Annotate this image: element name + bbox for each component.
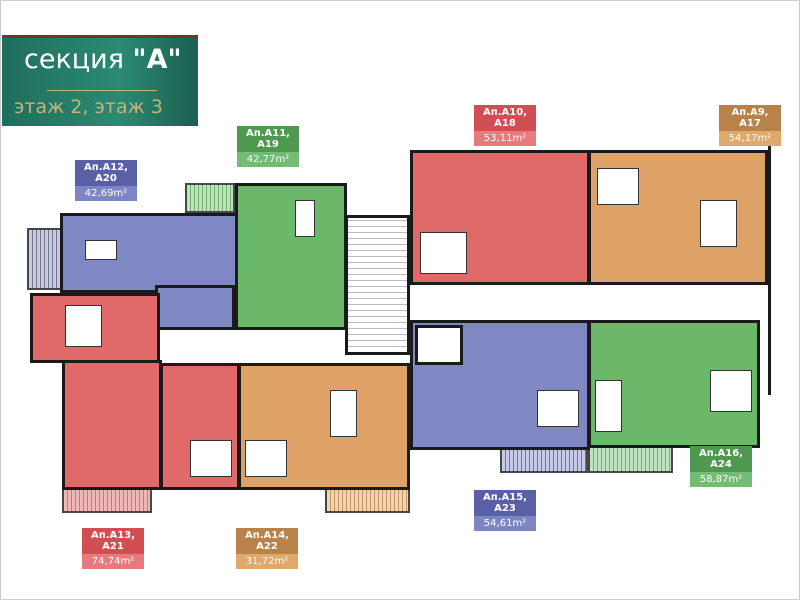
bed [420,232,467,274]
balcony-a16 [588,445,673,473]
balcony-a14 [325,488,410,513]
balcony-a12 [27,228,62,290]
apartment-a12-bath [155,285,235,330]
balcony-a11 [185,183,235,213]
ornament-divider [47,90,157,91]
corridor [410,285,588,320]
bed [245,440,287,477]
sofa [595,380,622,432]
bed [700,200,737,247]
table [85,240,117,260]
bed [190,440,232,477]
elevator [415,325,463,365]
exterior-wall [768,145,771,395]
floor-subtitle: этаж 2, этаж 3 [14,96,163,118]
sofa [330,390,357,437]
section-title: секция "A" [24,44,182,75]
apartment-a13[interactable] [62,360,162,490]
bed [65,305,102,347]
sofa [295,200,315,237]
bed [710,370,752,412]
bed [537,390,579,427]
apartment-a11[interactable] [235,183,347,330]
balcony-a13 [62,488,152,513]
staircase [345,215,410,355]
section-banner: секция "A" этаж 2, этаж 3 [2,35,198,126]
bed [597,168,639,205]
